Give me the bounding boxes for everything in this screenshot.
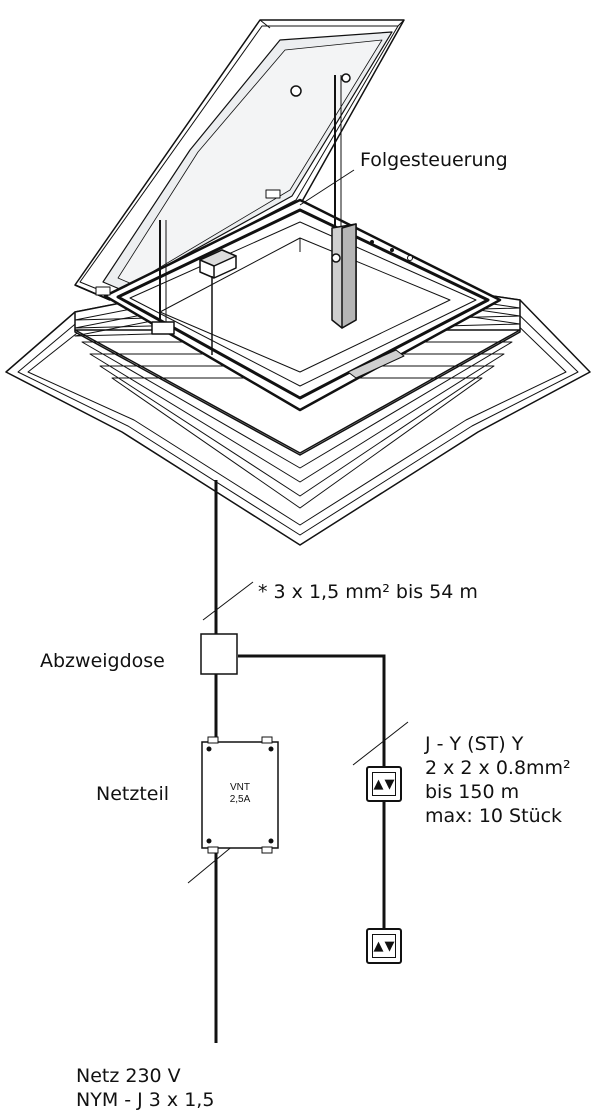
switch-face: ▲ ▼ <box>372 934 396 958</box>
up-down-switch-icon: ▲ ▼ <box>366 766 402 802</box>
cable-switch-line: 2 x 2 x 0.8mm² <box>425 757 571 779</box>
left-strut <box>151 220 175 335</box>
label-folgesteuerung: Folgesteuerung <box>360 149 508 171</box>
arrow-up-icon: ▲ <box>373 776 384 792</box>
label-netzteil: Netzteil <box>96 783 170 805</box>
junction-box-icon <box>200 633 238 675</box>
skylight-lid <box>74 19 405 301</box>
cable-switch-line: J - Y (ST) Y <box>425 733 524 755</box>
control-box <box>199 249 237 355</box>
lock-bracket <box>347 240 413 379</box>
hinges <box>95 189 281 296</box>
cable-switch-line: max: 10 Stück <box>425 805 563 827</box>
power-supply-label: VNT 2,5A <box>222 782 258 806</box>
mains-line: Netz 230 V <box>76 1065 181 1087</box>
leader-cable-switch <box>352 721 409 766</box>
arrow-down-icon: ▼ <box>384 938 395 954</box>
cable-switch-line: bis 150 m <box>425 781 520 803</box>
psu-line: VNT <box>230 782 250 793</box>
leader-folgesteuerung <box>299 169 355 206</box>
leader-cable-main <box>202 581 254 621</box>
label-cable-main: * 3 x 1,5 mm² bis 54 m <box>258 581 478 603</box>
mains-line: NYM - J 3 x 1,5 <box>76 1089 215 1111</box>
power-supply-icon <box>201 736 279 854</box>
label-cable-switch: J - Y (ST) Y 2 x 2 x 0.8mm² bis 150 m ma… <box>425 732 571 828</box>
skylight-illustration <box>5 19 591 546</box>
chain-actuator <box>331 75 357 329</box>
arrow-up-icon: ▲ <box>373 938 384 954</box>
arrow-down-icon: ▼ <box>384 776 395 792</box>
switch-cable <box>238 654 386 945</box>
label-abzweigdose: Abzweigdose <box>40 650 165 672</box>
label-mains: Netz 230 V NYM - J 3 x 1,5 <box>76 1064 214 1112</box>
skylight-base <box>5 198 591 546</box>
up-down-switch-icon: ▲ ▼ <box>366 928 402 964</box>
psu-line: 2,5A <box>229 794 251 805</box>
switch-face: ▲ ▼ <box>372 772 396 796</box>
